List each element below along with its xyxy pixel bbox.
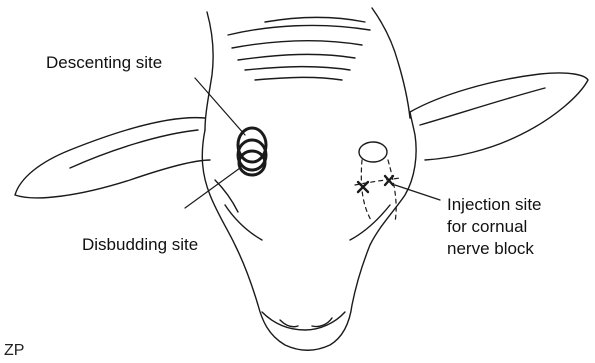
left-ear <box>15 118 210 198</box>
injection-site-label-line1: Injection site <box>447 194 542 215</box>
artist-mark: ZP <box>4 342 24 360</box>
right-ear <box>410 73 588 160</box>
face-outline <box>202 112 416 350</box>
injection-site-label-line3: nerve block <box>447 238 534 259</box>
right-bud <box>359 142 387 162</box>
descenting-site-label: Descenting site <box>46 52 162 73</box>
cornual-nerve-path <box>355 160 400 222</box>
disbudding-site-label: Disbudding site <box>82 234 198 255</box>
disbudding-rings <box>238 128 266 175</box>
head-top <box>205 8 410 130</box>
injection-site-label-line2: for cornual <box>447 216 527 237</box>
